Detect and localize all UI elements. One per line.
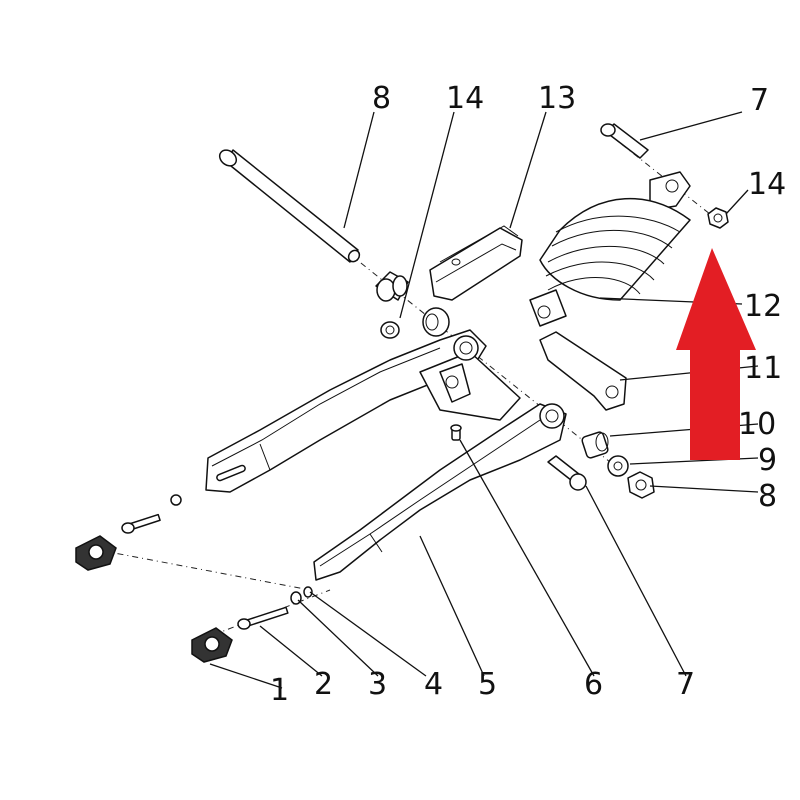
callout-14-right: 14	[748, 167, 786, 202]
adjuster-bolt-lower	[237, 606, 289, 630]
callout-6: 6	[584, 667, 603, 702]
callout-2: 2	[314, 667, 333, 702]
shock-absorber	[529, 171, 691, 327]
shock-linkage	[539, 331, 627, 411]
shock-top-nut	[707, 207, 729, 229]
callout-labels: 1 2 3 4 5 6 7 8 9 10 11 12 14 7 13 14 8	[270, 81, 786, 708]
leader-lines	[209, 111, 759, 689]
grease-nipple	[450, 424, 462, 441]
linkage-washer	[607, 455, 629, 477]
pivot-bushing	[375, 271, 409, 302]
pivot-spacer	[422, 307, 450, 337]
chain-adjuster-centerline	[87, 547, 311, 591]
callout-1: 1	[270, 673, 289, 708]
callout-8-top: 8	[372, 81, 391, 116]
adjuster-bolt-upper	[121, 494, 182, 534]
callout-4: 4	[424, 667, 443, 702]
callout-7-top: 7	[750, 83, 769, 118]
callout-9: 9	[758, 443, 777, 478]
callout-12: 12	[744, 289, 782, 324]
linkage-nut	[627, 471, 655, 499]
callout-13: 13	[538, 81, 576, 116]
callout-3: 3	[368, 667, 387, 702]
callout-10: 10	[738, 407, 776, 442]
pivot-nut	[380, 321, 400, 339]
callout-11: 11	[744, 351, 782, 386]
chain-adjuster-upper	[75, 535, 117, 571]
linkage-bolt	[547, 455, 587, 491]
linkage-bushing	[581, 431, 609, 459]
shock-top-bolt	[600, 123, 649, 159]
red-up-arrow	[676, 248, 756, 460]
callout-7-bottom: 7	[676, 667, 695, 702]
callout-14-left: 14	[446, 81, 484, 116]
chain-adjuster-lower	[191, 627, 233, 663]
swingarm	[205, 329, 567, 581]
pivot-axle	[218, 149, 361, 263]
chain-slider	[429, 225, 523, 301]
adjuster-nut-lower	[303, 586, 313, 598]
callout-8-bottom: 8	[758, 479, 777, 514]
callout-5: 5	[478, 667, 497, 702]
